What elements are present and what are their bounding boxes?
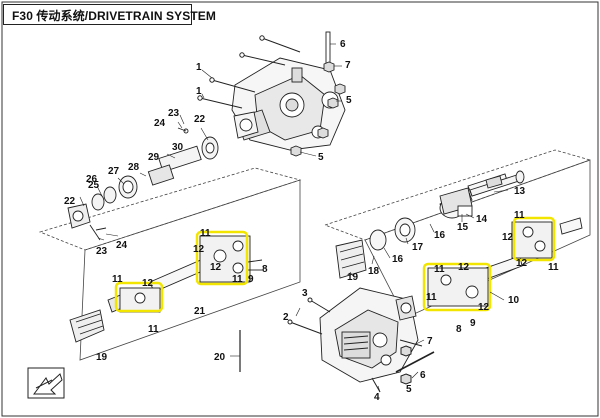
callout-c24a: 24 xyxy=(154,118,166,129)
callout-c10: 10 xyxy=(508,295,520,306)
callout-c13: 13 xyxy=(514,186,526,197)
callout-c11d: 11 xyxy=(148,324,159,335)
callout-c11e: 11 xyxy=(514,210,525,221)
callout-c15: 15 xyxy=(457,222,469,233)
callout-c29: 29 xyxy=(148,152,160,163)
callout-c30: 30 xyxy=(172,142,184,153)
front-differential xyxy=(231,57,346,151)
rear-shaft-outline xyxy=(364,159,591,319)
vent-tube xyxy=(323,31,335,73)
rear-propshaft xyxy=(335,173,583,307)
callout-c19b: 19 xyxy=(347,272,359,283)
callout-c19a: 19 xyxy=(96,352,108,363)
callout-c23b: 23 xyxy=(96,246,108,257)
callout-c12c: 12 xyxy=(142,278,154,289)
callout-c28: 28 xyxy=(128,162,140,173)
callout-c8a: 8 xyxy=(262,264,268,275)
callout-c16b: 16 xyxy=(392,254,404,265)
rear-shaft-frame xyxy=(323,149,592,241)
callout-c12e: 12 xyxy=(516,258,528,269)
callout-c18: 18 xyxy=(368,266,380,277)
callout-c12a: 12 xyxy=(193,244,205,255)
callout-c2: 2 xyxy=(283,312,289,323)
front-yoke-parts xyxy=(119,235,263,313)
rear-input-shaft xyxy=(469,170,525,197)
callout-c11f: 11 xyxy=(548,262,559,273)
callout-c7a: 7 xyxy=(345,60,351,71)
callout-c20: 20 xyxy=(214,352,226,363)
callout-c12f: 12 xyxy=(458,262,470,273)
nuts-5 xyxy=(290,83,346,157)
callout-c5a: 5 xyxy=(346,95,352,106)
callout-c9a: 9 xyxy=(248,274,254,285)
leader-lines xyxy=(79,43,509,393)
callout-c9b: 9 xyxy=(470,318,476,329)
callout-c1b: 1 xyxy=(196,86,202,97)
rear-diff-bolts xyxy=(287,297,435,393)
title-box: F30 传动系统/DRIVETRAIN SYSTEM xyxy=(3,4,216,25)
front-direction-arrow-icon xyxy=(27,367,65,399)
pinion-flange xyxy=(177,111,259,139)
callout-c6b: 6 xyxy=(420,370,426,381)
callout-c11a: 11 xyxy=(200,228,211,239)
callout-c1a: 1 xyxy=(196,62,202,73)
callout-c27: 27 xyxy=(108,166,120,177)
callout-c21: 21 xyxy=(194,306,206,317)
callout-c7b: 7 xyxy=(427,336,433,347)
rear-differential xyxy=(319,287,419,383)
callout-c6: 6 xyxy=(340,39,346,50)
callout-c11h: 11 xyxy=(426,292,437,303)
callout-c3: 3 xyxy=(302,288,308,299)
front-input-parts xyxy=(67,136,219,241)
callout-c17: 17 xyxy=(412,242,424,253)
callout-c22b: 22 xyxy=(64,196,76,207)
callout-c25: 25 xyxy=(88,180,100,191)
callout-c26: 26 xyxy=(86,174,98,185)
callout-c23a: 23 xyxy=(168,108,180,119)
callout-c11b: 11 xyxy=(232,274,243,285)
callout-c11c: 11 xyxy=(112,274,123,285)
callout-c16a: 16 xyxy=(434,230,446,241)
highlight-boxes-rear xyxy=(422,216,556,312)
diagram-title: F30 传动系统/DRIVETRAIN SYSTEM xyxy=(12,9,216,23)
callout-c12b: 12 xyxy=(210,262,222,273)
callout-c8b: 8 xyxy=(456,324,462,335)
callout-c4: 4 xyxy=(374,392,380,403)
callout-c12g: 12 xyxy=(478,302,490,313)
callout-c5c: 5 xyxy=(406,384,412,395)
highlight-boxes-front xyxy=(114,230,249,313)
callout-c24b: 24 xyxy=(116,240,128,251)
front-diff-bolts xyxy=(197,35,301,109)
callout-c12d: 12 xyxy=(502,232,514,243)
callout-c14: 14 xyxy=(476,214,488,225)
callout-c22a: 22 xyxy=(194,114,206,125)
callout-c5b: 5 xyxy=(318,152,324,163)
callout-c11g: 11 xyxy=(434,264,445,275)
